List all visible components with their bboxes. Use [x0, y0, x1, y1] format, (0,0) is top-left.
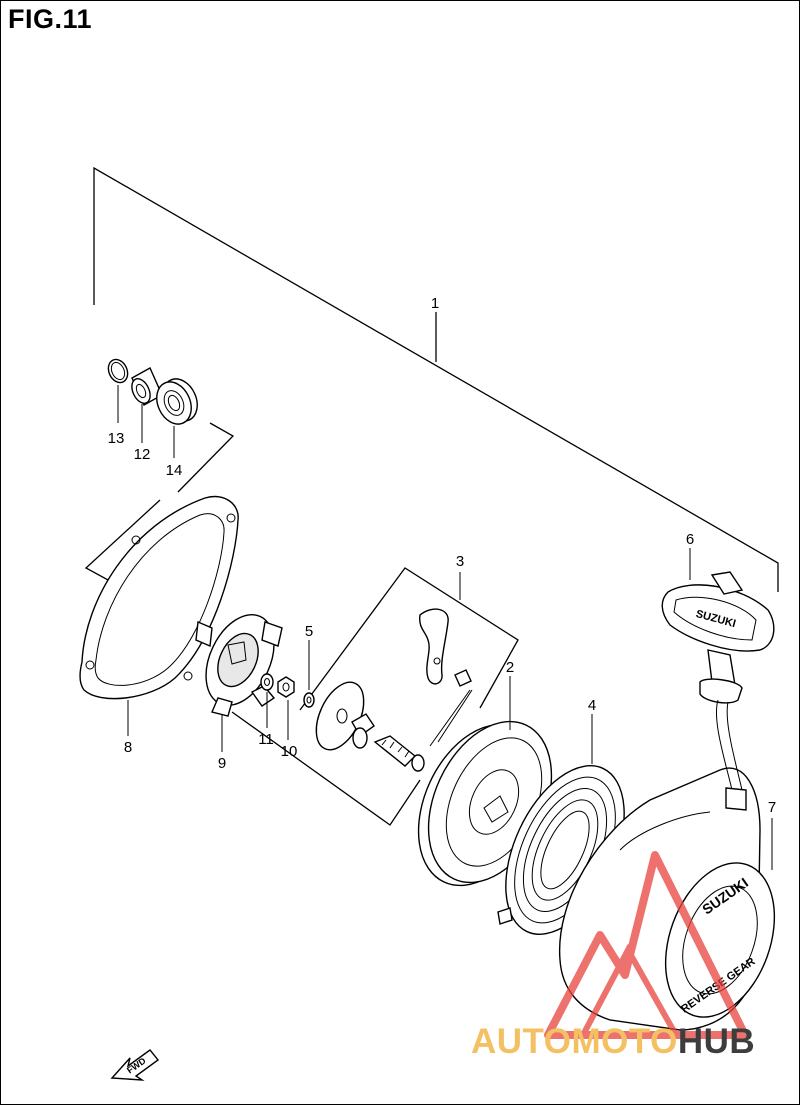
- part-3-ratchet-group: [315, 608, 473, 772]
- callout-8: 8: [124, 739, 132, 756]
- assembly-bracket-1: [93, 166, 779, 592]
- callout-9: 9: [218, 755, 226, 772]
- part-13-o-ring: [107, 358, 129, 423]
- figure-title: FIG.11: [8, 4, 93, 34]
- part-9-drive-plate: [195, 613, 283, 752]
- part-14-oil-seal: [156, 378, 198, 458]
- group-bracket-3: [231, 567, 519, 826]
- part-6-starter-handle: SUZUKI: [661, 548, 775, 811]
- callout-10: 10: [281, 743, 298, 760]
- callout-13: 13: [108, 430, 125, 447]
- part-10-nut: [277, 676, 295, 740]
- callout-12: 12: [134, 446, 151, 463]
- callout-11: 11: [258, 731, 274, 748]
- watermark-text-dark: HUB: [677, 1022, 756, 1061]
- watermark-text: AUTOMOTOHUB: [471, 1022, 755, 1062]
- callout-6: 6: [686, 531, 694, 548]
- callout-labels: 1 2 3 4 5 6 7 8 9 10 11 12 13 14: [108, 295, 777, 816]
- part-5-washer: [303, 640, 315, 708]
- watermark-triangle-icon: [544, 851, 749, 1039]
- callout-2: 2: [506, 659, 514, 676]
- part-8-gasket: [79, 495, 239, 736]
- callout-3: 3: [456, 553, 464, 570]
- part-11-washer: [260, 673, 274, 728]
- callout-7: 7: [768, 799, 776, 816]
- callout-14: 14: [166, 462, 183, 479]
- callout-1: 1: [431, 295, 439, 312]
- callout-5: 5: [305, 623, 313, 640]
- callout-4: 4: [588, 697, 596, 714]
- watermark-text-accent: AUTOMOTO: [471, 1022, 678, 1061]
- part-12-collar: [131, 367, 163, 443]
